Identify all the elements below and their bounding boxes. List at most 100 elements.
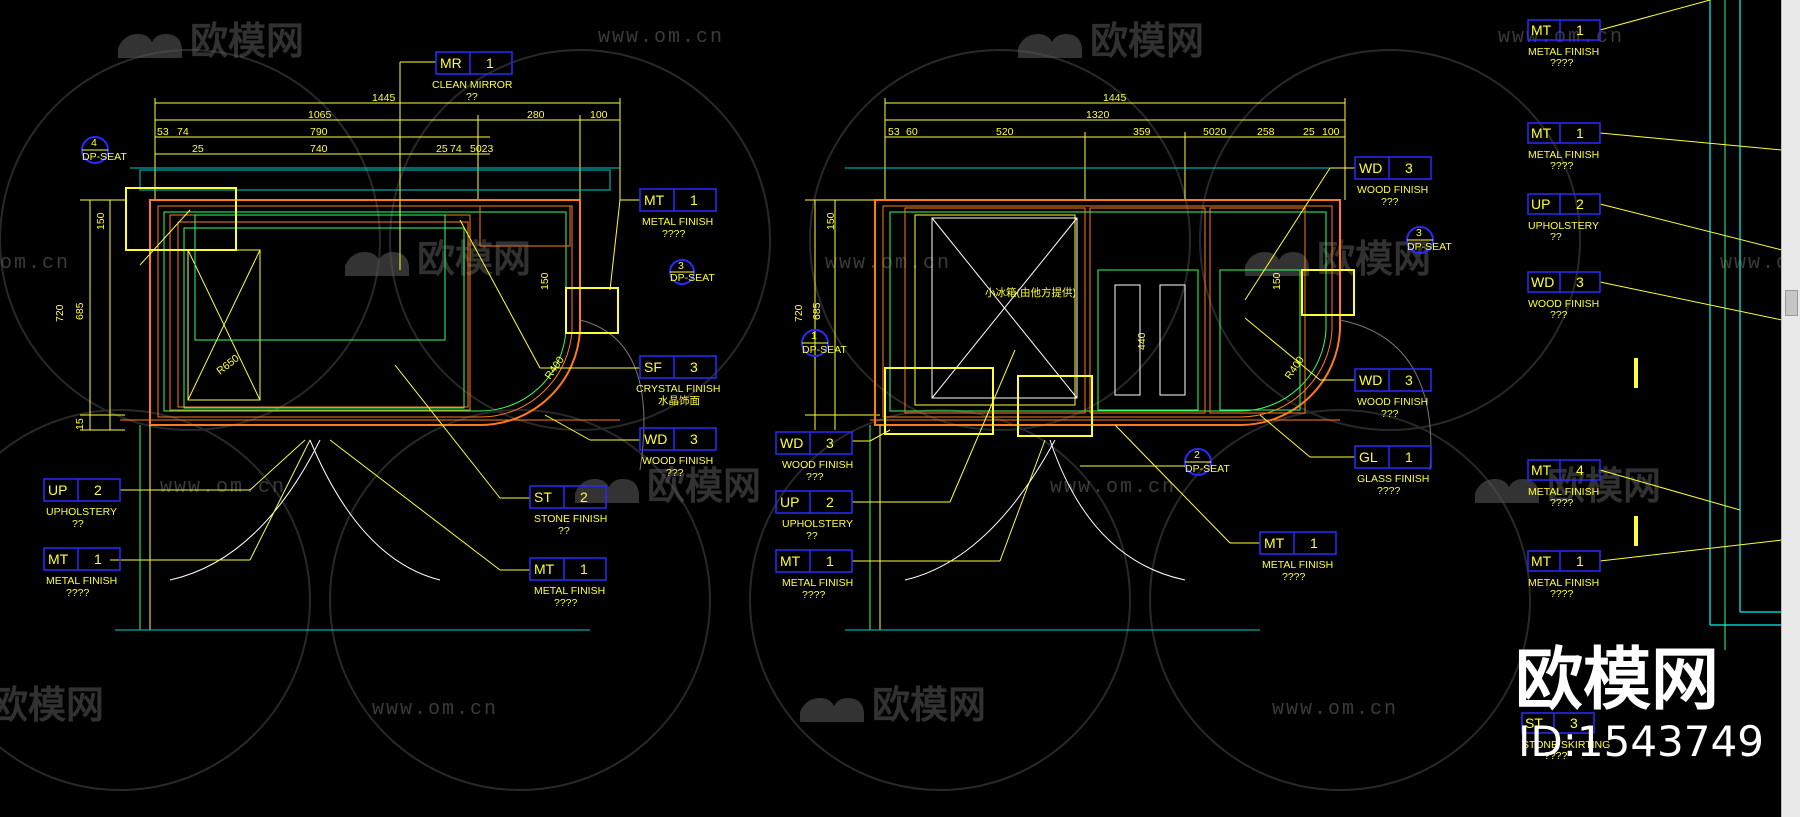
left-plan: 1445 1065 280 100 53 74 790 25 740 25 74… (43, 51, 720, 631)
dim-left-v720: 720 (54, 304, 66, 322)
detail-marker-left[interactable]: 3 DP-SEAT (669, 259, 715, 285)
svg-text:欧模网: 欧模网 (190, 19, 304, 63)
tag-up-2-b[interactable]: UP 2 UPHOLSTERY ?? (775, 490, 853, 542)
svg-text:????: ???? (554, 597, 578, 609)
svg-text:3: 3 (826, 435, 834, 451)
svg-text:WOOD FINISH: WOOD FINISH (1357, 184, 1428, 196)
tag-right-mt-1[interactable]: MT 1 METAL FINISH ???? (1527, 122, 1601, 172)
svg-text:GL: GL (1359, 449, 1378, 465)
svg-text:METAL FINISH: METAL FINISH (642, 216, 713, 228)
dim-left-74: 74 (177, 126, 189, 138)
svg-text:欧模网: 欧模网 (1090, 19, 1204, 63)
svg-text:CRYSTAL FINISH: CRYSTAL FINISH (636, 383, 720, 395)
dim-left-v150: 150 (95, 212, 107, 230)
svg-text:??: ?? (558, 525, 570, 537)
svg-text:MT: MT (1531, 125, 1552, 141)
svg-text:METAL FINISH: METAL FINISH (1528, 577, 1599, 589)
scrollbar-thumb[interactable] (1785, 290, 1798, 316)
svg-text:UPHOLSTERY: UPHOLSTERY (782, 518, 853, 530)
svg-text:3: 3 (1416, 227, 1422, 239)
watermark-logo: 欧模网 (118, 19, 304, 63)
dim-mid-520: 520 (996, 126, 1014, 138)
callout-3-marker[interactable]: 3 DP-SEAT (1406, 226, 1452, 254)
dim-left-100: 100 (590, 109, 608, 121)
svg-text:www.om.cn: www.om.cn (372, 698, 498, 721)
section-marker-left[interactable]: 4 DP-SEAT (81, 136, 127, 164)
dim-left-25: 25 (192, 143, 204, 155)
svg-text:MT: MT (1264, 535, 1285, 551)
tag-mt-1-d[interactable]: MT 1 METAL FINISH ???? (1259, 531, 1337, 583)
tag-right-mt-1-top[interactable]: MT 1 METAL FINISH ???? (1527, 19, 1601, 69)
tag-right-wd-3[interactable]: WD 3 WOOD FINISH ??? (1527, 271, 1601, 321)
svg-text:????: ???? (1377, 485, 1401, 497)
tag-mt-1-a[interactable]: MT 1 METAL FINISH ???? (639, 188, 717, 240)
svg-text:METAL FINISH: METAL FINISH (1528, 149, 1599, 161)
svg-text:UPHOLSTERY: UPHOLSTERY (46, 506, 117, 518)
tag-up-2-a[interactable]: UP 2 UPHOLSTERY ?? (43, 478, 121, 530)
svg-text:???: ??? (1381, 196, 1399, 208)
svg-text:1: 1 (1576, 553, 1584, 569)
svg-text:WOOD FINISH: WOOD FINISH (642, 455, 713, 467)
svg-text:UP: UP (1531, 196, 1550, 212)
tag-sf-3[interactable]: SF 3 CRYSTAL FINISH 水晶饰面 (636, 355, 720, 407)
tag-wd-3-a[interactable]: WD 3 WOOD FINISH ??? (639, 427, 717, 479)
dim-left-740: 740 (310, 143, 328, 155)
svg-text:DP-SEAT: DP-SEAT (1185, 463, 1230, 475)
svg-text:WD: WD (644, 431, 667, 447)
svg-text:2: 2 (826, 494, 834, 510)
tag-right-mt-4[interactable]: MT 4 METAL FINISH ???? (1527, 459, 1601, 509)
svg-text:DP-SEAT: DP-SEAT (670, 272, 715, 284)
tag-mt-1-e[interactable]: MT 1 METAL FINISH ???? (775, 549, 853, 601)
svg-text:WD: WD (780, 435, 803, 451)
tag-mt-1-c[interactable]: MT 1 METAL FINISH ???? (43, 547, 121, 599)
dim-left-5023: 5023 (470, 143, 494, 155)
tag-mt-1-b[interactable]: MT 1 METAL FINISH ???? (529, 557, 607, 609)
svg-text:1: 1 (580, 561, 588, 577)
dim-mid-5020: 5020 (1203, 126, 1227, 138)
svg-text:UP: UP (780, 494, 799, 510)
tag-right-up-2[interactable]: UP 2 UPHOLSTERY ?? (1527, 193, 1601, 243)
tag-mr-1[interactable]: MR 1 CLEAN MIRROR ?? (432, 51, 513, 103)
svg-text:??: ?? (1550, 231, 1562, 243)
dim-left-1065: 1065 (308, 109, 332, 121)
watermark-logo: 欧模网 (575, 464, 761, 508)
dim-mid-v720: 720 (793, 304, 805, 322)
svg-text:DP-SEAT: DP-SEAT (1407, 241, 1452, 253)
svg-text:3: 3 (690, 431, 698, 447)
svg-text:WD: WD (1359, 372, 1382, 388)
svg-text:???: ??? (806, 471, 824, 483)
tag-gl-1[interactable]: GL 1 GLASS FINISH ???? (1354, 445, 1432, 497)
svg-text:UP: UP (48, 482, 67, 498)
tag-st-2[interactable]: ST 2 STONE FINISH ?? (529, 485, 607, 537)
svg-text:2: 2 (1194, 449, 1200, 461)
tag-wd-3-d[interactable]: WD 3 WOOD FINISH ??? (775, 431, 853, 483)
svg-text:MR: MR (440, 55, 462, 71)
svg-text:METAL FINISH: METAL FINISH (1528, 46, 1599, 58)
svg-text:METAL FINISH: METAL FINISH (1262, 559, 1333, 571)
dim-mid-1445: 1445 (1103, 92, 1127, 104)
dim-mid-53: 53 (888, 126, 900, 138)
svg-text:1: 1 (1576, 22, 1584, 38)
watermark-logo: 欧模网 (1245, 237, 1431, 281)
svg-text:????: ???? (66, 587, 90, 599)
tag-wd-3-b[interactable]: WD 3 WOOD FINISH ??? (1354, 156, 1432, 208)
watermark-logo: 欧模网 (800, 683, 986, 727)
tag-wd-3-c[interactable]: WD 3 WOOD FINISH ??? (1354, 368, 1432, 420)
tag-right-st-3[interactable]: ST 3 STONE SKIRTING ???? (1521, 712, 1610, 762)
dim-mid-r400: R400 (1283, 354, 1307, 382)
svg-text:WOOD FINISH: WOOD FINISH (782, 459, 853, 471)
dim-left-280: 280 (527, 109, 545, 121)
svg-text:3: 3 (1405, 160, 1413, 176)
callout-2-marker[interactable]: 2 DP-SEAT (1184, 448, 1230, 476)
dim-mid-v440: 440 (1136, 332, 1148, 350)
svg-text:????: ???? (1550, 588, 1574, 600)
dim-mid-v685: 685 (811, 302, 823, 320)
vertical-scrollbar[interactable] (1781, 0, 1800, 817)
svg-text:1: 1 (811, 330, 817, 342)
callout-1-marker[interactable]: 1 DP-SEAT (801, 329, 847, 357)
svg-text:????: ???? (1282, 571, 1306, 583)
svg-text:WD: WD (1531, 274, 1554, 290)
dim-mid-100: 100 (1322, 126, 1340, 138)
tag-right-mt-1-b[interactable]: MT 1 METAL FINISH ???? (1527, 550, 1601, 600)
